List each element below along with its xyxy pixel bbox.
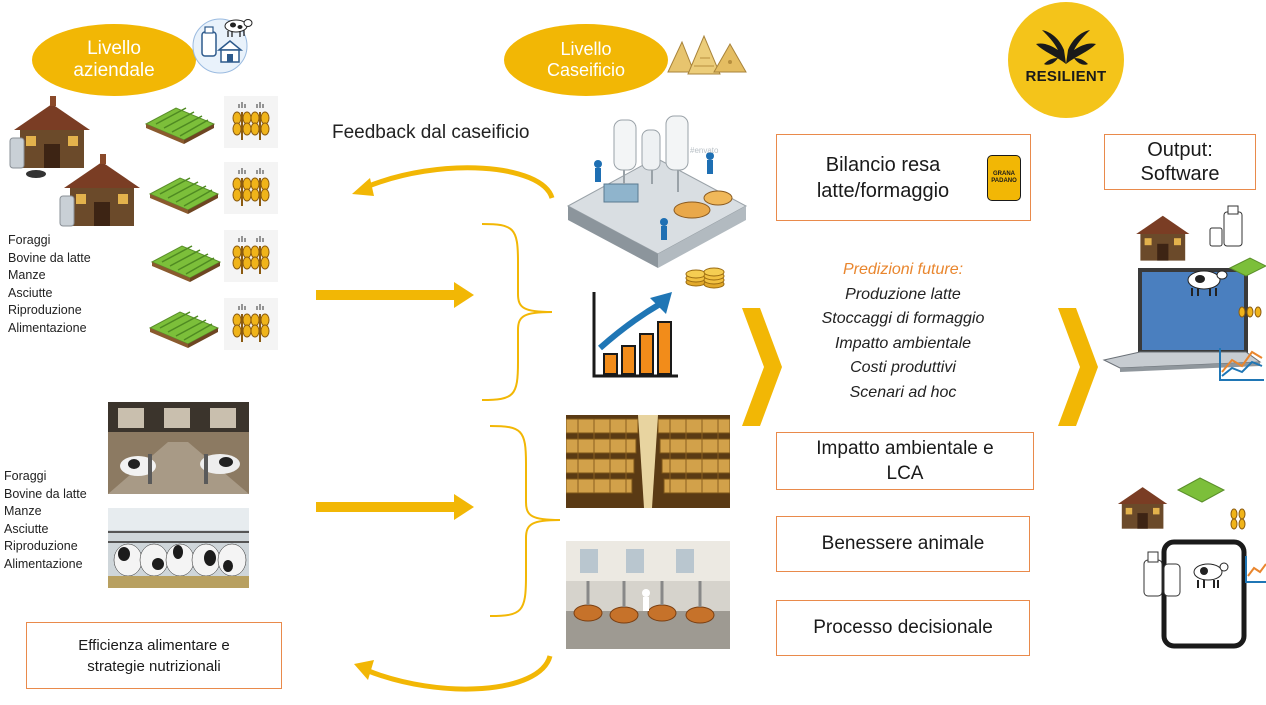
growth-chart-icon	[592, 292, 678, 378]
feedback-label: Feedback dal caseificio	[332, 122, 530, 143]
milk-bottle-icon	[1209, 205, 1243, 247]
list-item: Foraggi	[8, 233, 51, 247]
farm-list-bottom: Foraggi Bovine da latte Manze Asciutte R…	[4, 468, 87, 573]
wheat-icon	[223, 161, 279, 215]
badge-line1: GRANA	[993, 171, 1015, 177]
list-item: Riproduzione	[4, 539, 78, 553]
wheat-icon	[1230, 508, 1246, 530]
barn-icon	[1136, 215, 1190, 261]
field-icon	[149, 311, 219, 349]
environmental-line2: LCA	[886, 463, 924, 484]
cheese-warehouse-photo	[566, 415, 730, 508]
animal-welfare-box: Benessere animale	[776, 516, 1030, 572]
environmental-impact-box: Impatto ambientale e LCA	[776, 432, 1034, 490]
wheat-icon	[223, 95, 279, 149]
cow-icon	[1193, 562, 1229, 588]
farm-badge-icon	[186, 12, 254, 74]
brace-top	[481, 223, 553, 401]
list-item: Bovine da latte	[4, 486, 87, 501]
predictions-heading: Predizioni future:	[842, 261, 964, 278]
prediction-item: Produzione latte	[845, 285, 961, 303]
chevron-icon	[742, 308, 782, 426]
trend-chart-icon	[1219, 348, 1264, 381]
list-item: Riproduzione	[8, 303, 82, 317]
efficiency-box: Efficienza alimentare e strategie nutriz…	[26, 622, 282, 689]
prediction-item: Impatto ambientale	[834, 334, 972, 352]
cheese-wedges-icon	[664, 32, 750, 76]
barn-icon-2	[59, 154, 140, 227]
milk-bottle-icon	[1143, 551, 1181, 597]
prediction-item: Stoccaggi di formaggio	[821, 310, 985, 327]
environmental-line1: Impatto ambientale e	[816, 438, 994, 459]
resilient-emblem-icon	[1036, 30, 1096, 65]
wheat-icon	[223, 297, 279, 351]
grana-padano-badge: GRANA PADANO	[987, 155, 1021, 201]
watermark: #envato	[690, 146, 719, 155]
list-item: Foraggi	[4, 469, 47, 483]
flow-arrow-bottom	[316, 494, 474, 520]
barn-illustrations	[9, 96, 140, 227]
barn-icon	[1117, 487, 1168, 529]
prediction-item: Scenari ad hoc	[849, 383, 957, 401]
cow-icon	[1187, 270, 1228, 296]
laptop-software-illustration	[1102, 205, 1266, 381]
dairy-factory-illustration: #envato	[564, 112, 750, 272]
decision-label: Processo decisionale	[813, 617, 993, 638]
barn-icon-1	[9, 96, 90, 178]
list-item: Alimentazione	[8, 320, 87, 335]
field-icon	[151, 245, 221, 283]
list-item: Manze	[4, 504, 42, 518]
yield-balance-box: Bilancio resa latte/formaggio GRANA PADA…	[776, 134, 1031, 221]
list-item: Alimentazione	[4, 556, 83, 571]
prediction-item: Costi produttivi	[850, 359, 956, 376]
wheat-icon	[223, 229, 279, 283]
field-icon	[145, 107, 215, 145]
predictions-list: Predizioni future: Produzione latte Stoc…	[790, 258, 1016, 405]
cows-feeding-photo	[108, 508, 249, 588]
list-item: Manze	[8, 268, 46, 282]
output-line2: Software	[1140, 163, 1220, 185]
decision-process-box: Processo decisionale	[776, 600, 1030, 656]
efficiency-line1: Efficienza alimentare e	[78, 636, 230, 654]
yield-line2: latte/formaggio	[816, 179, 950, 202]
dairy-level-pill: Livello Caseificio	[504, 24, 668, 96]
cheese-production-photo	[566, 541, 730, 649]
list-item: Bovine da latte	[8, 250, 91, 265]
dairy-level-line2: Caseificio	[546, 60, 626, 80]
resilient-logo: RESILIENT	[1008, 2, 1124, 118]
farm-level-line1: Livello	[87, 38, 141, 60]
field-icon	[149, 177, 219, 215]
resilient-logo-text: RESILIENT	[1025, 68, 1107, 85]
output-software-box: Output: Software	[1104, 134, 1256, 190]
barn-cows-photo	[108, 402, 249, 494]
feedback-arrow-bottom	[354, 655, 553, 692]
feedback-arrow-top	[352, 165, 555, 200]
list-item: Asciutte	[8, 285, 53, 300]
yield-line1: Bilancio resa	[825, 153, 941, 176]
output-line1: Output:	[1147, 139, 1213, 161]
badge-line2: PADANO	[991, 178, 1017, 184]
efficiency-line2: strategie nutrizionali	[87, 657, 221, 675]
welfare-label: Benessere animale	[821, 533, 985, 554]
coins-icon	[685, 267, 725, 289]
farm-list-top: Foraggi Bovine da latte Manze Asciutte R…	[8, 232, 91, 337]
wheat-icon	[1238, 306, 1262, 318]
chevron-icon	[1058, 308, 1098, 426]
farm-level-pill: Livello aziendale	[32, 24, 196, 96]
flow-arrow-top	[316, 282, 474, 308]
farm-level-line2: aziendale	[73, 60, 155, 81]
phone-software-illustration	[1117, 477, 1266, 649]
dairy-level-line1: Livello	[560, 39, 612, 60]
brace-bottom	[489, 425, 561, 617]
trend-chart-icon	[1245, 556, 1266, 583]
field-wheat-grid	[145, 95, 279, 351]
list-item: Asciutte	[4, 521, 49, 536]
